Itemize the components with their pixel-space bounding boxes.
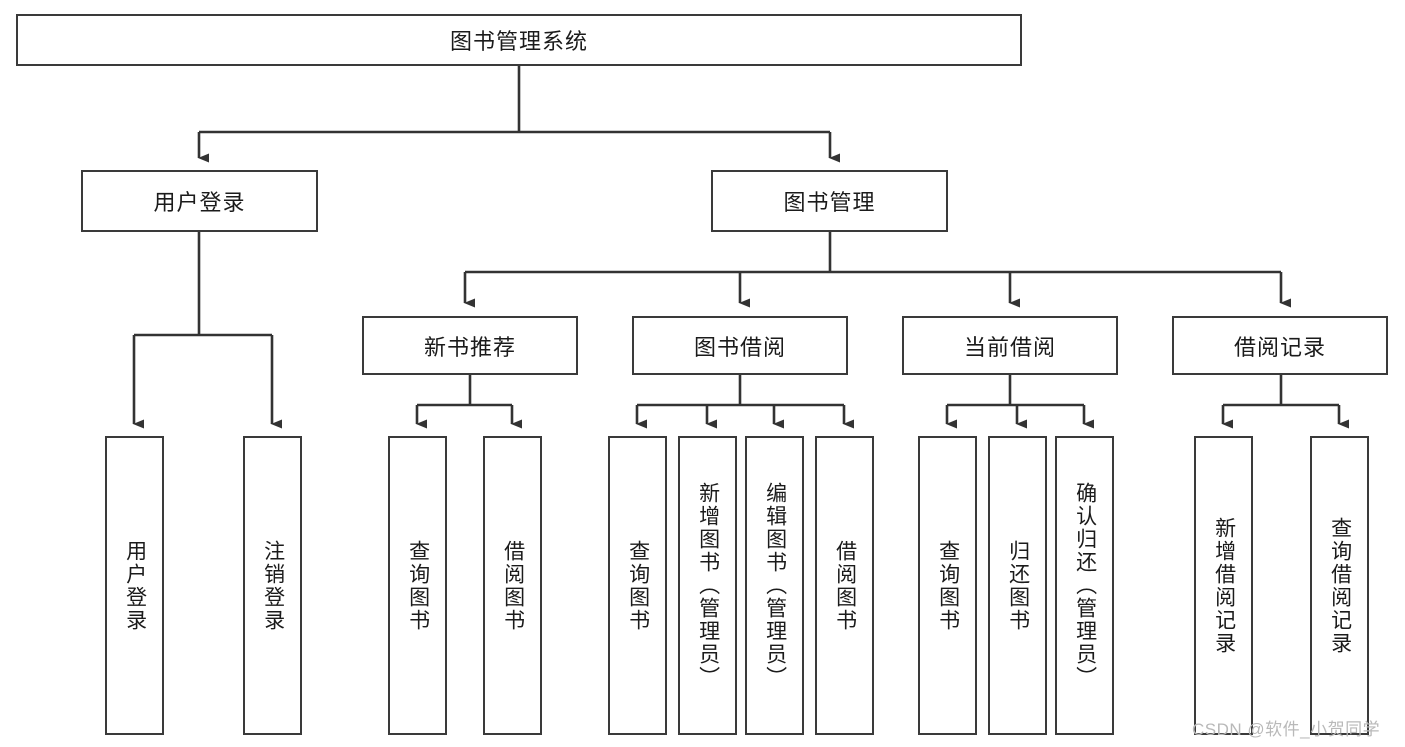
leaf-user-login-label: 用户登录 (123, 539, 147, 632)
leaf-query-borrow-record-label: 查询借阅记录 (1328, 516, 1352, 655)
leaf-logout[interactable]: 注销登录 (243, 436, 302, 735)
leaf-query-books-current[interactable]: 查询图书 (918, 436, 977, 735)
node-borrow-records[interactable]: 借阅记录 (1172, 316, 1388, 375)
node-root-label: 图书管理系统 (449, 29, 588, 54)
node-root[interactable]: 图书管理系统 (16, 14, 1022, 66)
leaf-query-books-recommend-label: 查询图书 (406, 539, 430, 632)
node-current-borrow-label: 当前借阅 (963, 334, 1056, 360)
leaf-return-books[interactable]: 归还图书 (988, 436, 1047, 735)
node-book-borrow-label: 图书借阅 (693, 334, 786, 360)
csdn-watermark: CSDN @软件_小贺同学 (1192, 720, 1381, 739)
node-borrow-records-label: 借阅记录 (1233, 334, 1326, 360)
leaf-logout-label: 注销登录 (261, 539, 285, 632)
leaf-edit-book-admin[interactable]: 编辑图书（管理员） (745, 436, 804, 735)
leaf-add-borrow-record-label: 新增借阅记录 (1212, 516, 1236, 655)
node-user-login-label: 用户登录 (153, 190, 246, 215)
leaf-add-book-admin-label: 新增图书（管理员） (696, 482, 720, 689)
leaf-borrow-books-label: 借阅图书 (833, 539, 857, 632)
leaf-query-books-borrow[interactable]: 查询图书 (608, 436, 667, 735)
leaf-confirm-return-admin-label: 确认归还（管理员） (1073, 482, 1097, 689)
node-new-book-recommend-label: 新书推荐 (423, 334, 516, 360)
leaf-add-borrow-record[interactable]: 新增借阅记录 (1194, 436, 1253, 735)
leaf-query-books-current-label: 查询图书 (936, 539, 960, 632)
leaf-confirm-return-admin[interactable]: 确认归还（管理员） (1055, 436, 1114, 735)
leaf-user-login[interactable]: 用户登录 (105, 436, 164, 735)
node-book-borrow[interactable]: 图书借阅 (632, 316, 848, 375)
node-current-borrow[interactable]: 当前借阅 (902, 316, 1118, 375)
leaf-borrow-books[interactable]: 借阅图书 (815, 436, 874, 735)
leaf-query-books-recommend[interactable]: 查询图书 (388, 436, 447, 735)
leaf-return-books-label: 归还图书 (1006, 539, 1030, 632)
node-user-login[interactable]: 用户登录 (81, 170, 318, 232)
leaf-query-books-borrow-label: 查询图书 (626, 539, 650, 632)
leaf-borrow-books-recommend[interactable]: 借阅图书 (483, 436, 542, 735)
leaf-add-book-admin[interactable]: 新增图书（管理员） (678, 436, 737, 735)
node-new-book-recommend[interactable]: 新书推荐 (362, 316, 578, 375)
leaf-query-borrow-record[interactable]: 查询借阅记录 (1310, 436, 1369, 735)
node-book-management[interactable]: 图书管理 (711, 170, 948, 232)
leaf-borrow-books-recommend-label: 借阅图书 (501, 539, 525, 632)
node-book-management-label: 图书管理 (783, 190, 876, 215)
leaf-edit-book-admin-label: 编辑图书（管理员） (763, 482, 787, 689)
